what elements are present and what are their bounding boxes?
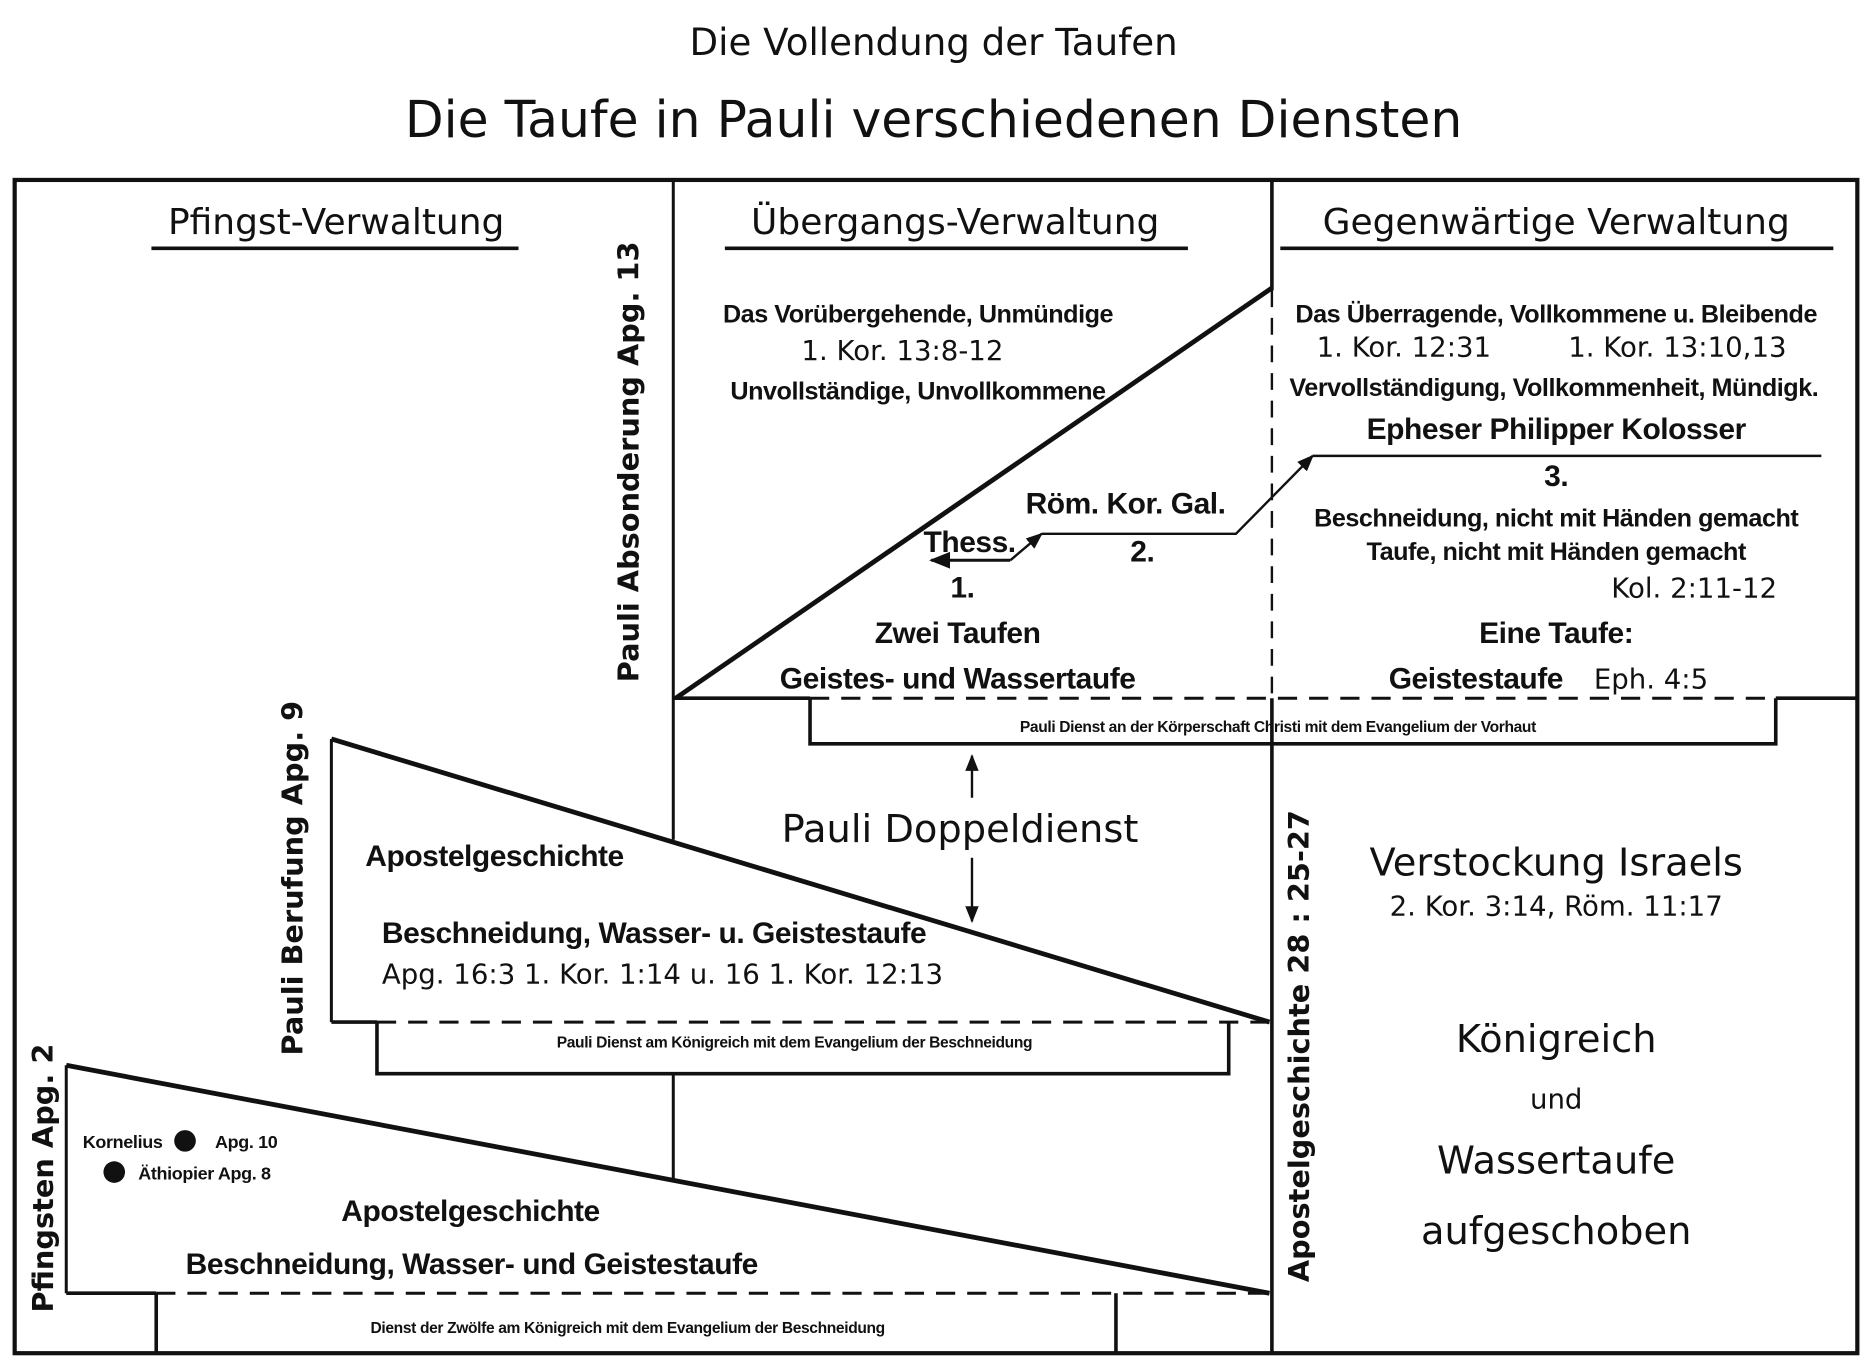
label-absonderung: Pauli Absonderung Apg. 13 [611,242,645,683]
column-header-gegenwaertig: Gegenwärtige Verwaltung [1323,202,1790,243]
geistestaufe: Geistestaufe [1389,663,1563,696]
mid-triangle [329,736,1271,1076]
middle-line2: 1. Kor. 13:8-12 [801,334,1003,367]
title: Die Vollendung der Taufen [690,20,1178,64]
num-1: 1. [950,571,974,604]
right-kol: Kol. 2:11-12 [1611,571,1777,604]
num-3: 3. [1544,460,1568,493]
subtitle: Die Taufe in Pauli verschiedenen Dienste… [405,90,1462,149]
right-line1: Das Überragende, Vollkommene u. Bleibend… [1295,300,1817,329]
zwei-taufen: Zwei Taufen [875,617,1041,650]
und: und [1530,1082,1582,1115]
num-2: 2. [1130,535,1154,568]
eine-taufe: Eine Taufe: [1479,617,1633,650]
zwei-taufen-sub: Geistes- und Wassertaufe [780,663,1136,696]
right-line3: Vervollständigung, Vollkommenheit, Mündi… [1289,374,1818,402]
aufgeschoben: aufgeschoben [1421,1209,1692,1254]
koerperschaft-box [808,698,1778,746]
mid-triangle-title: Apostelgeschichte [365,840,623,873]
label-pfingsten: Pfingsten Apg. 2 [26,1044,60,1313]
kornelius-ref: Apg. 10 [215,1132,278,1152]
low-triangle-title: Apostelgeschichte [341,1195,599,1228]
mid-triangle-sub: Beschneidung, Wasser- u. Geistestaufe [382,917,926,950]
zwoelfe-label: Dienst der Zwölfe am Königreich mit dem … [371,1320,885,1337]
letters-2: Röm. Kor. Gal. [1026,487,1226,520]
right-ref1: 1. Kor. 12:31 [1317,330,1491,363]
column-header-pfingst: Pfingst-Verwaltung [168,202,504,243]
label-berufung: Pauli Berufung Apg. 9 [276,701,310,1056]
frame-lines [12,177,1860,1356]
right-ref2: 1. Kor. 13:10,13 [1568,330,1786,363]
koerperschaft-label: Pauli Dienst an der Körperschaft Christi… [1020,719,1536,736]
letters-thess: Thess. [924,526,1016,559]
mid-triangle-refs: Apg. 16:3 1. Kor. 1:14 u. 16 1. Kor. 12:… [382,958,943,991]
eph-ref: Eph. 4:5 [1594,663,1708,696]
aethiopier: Äthiopier Apg. 8 [138,1163,271,1183]
progression-arrows [929,454,1822,569]
israel-refs: 2. Kor. 3:14, Röm. 11:17 [1390,889,1723,922]
middle-line3: Unvollständige, Unvollkommene [730,377,1106,405]
label-apg28: Apostelgeschichte 28 : 25-27 [1282,810,1316,1282]
wassertaufe: Wassertaufe [1437,1138,1675,1183]
doppeldienst: Pauli Doppeldienst [782,807,1139,852]
koenigreich-paul-label: Pauli Dienst am Königreich mit dem Evang… [557,1034,1032,1051]
israel-title: Verstockung Israels [1370,841,1743,886]
right-beschneidung: Beschneidung, nicht mit Händen gemacht [1314,505,1799,533]
low-triangle [64,1062,1270,1354]
column-header-uebergang: Übergangs-Verwaltung [751,201,1159,243]
low-triangle-sub: Beschneidung, Wasser- und Geistestaufe [186,1248,758,1281]
middle-line1: Das Vorübergehende, Unmündige [723,301,1114,329]
bullet-icon [174,1130,196,1152]
right-taufe: Taufe, nicht mit Händen gemacht [1367,538,1747,566]
bullet-icon [103,1161,126,1183]
kornelius: Kornelius [83,1132,163,1152]
letters-3: Epheser Philipper Kolosser [1367,413,1747,446]
koenigreich: Königreich [1456,1017,1657,1062]
